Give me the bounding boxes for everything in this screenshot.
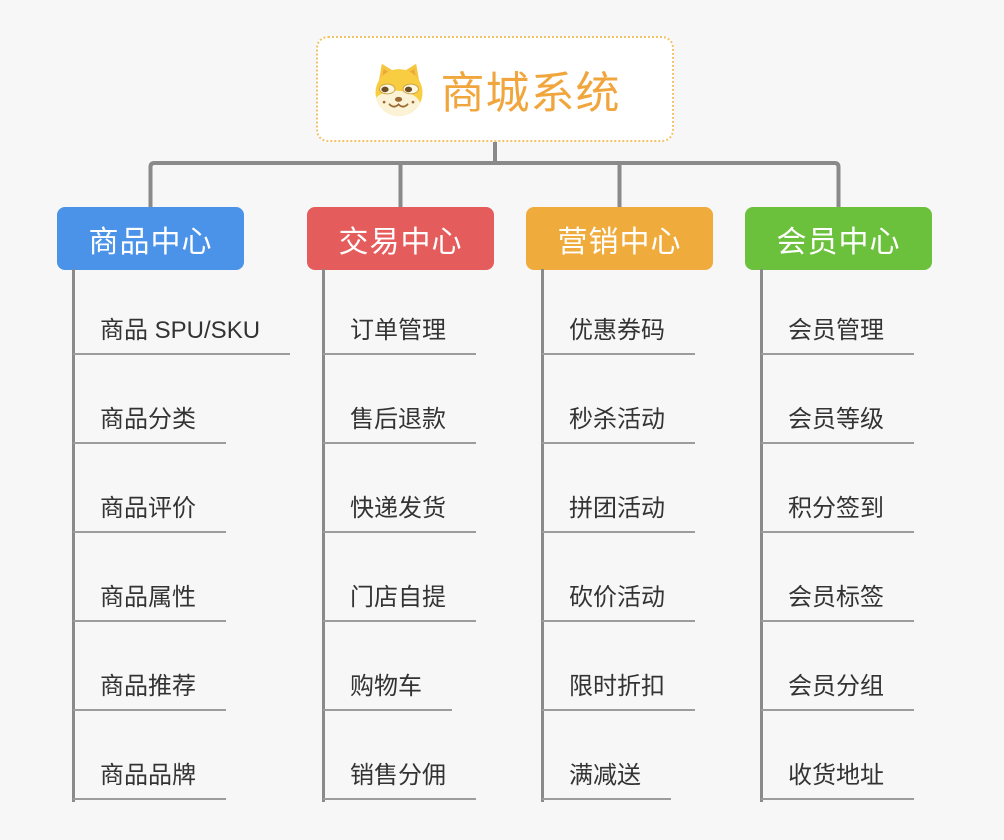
leaf-node[interactable]: 销售分佣 bbox=[323, 755, 476, 800]
leaf-node[interactable]: 秒杀活动 bbox=[542, 399, 695, 444]
leaf-node[interactable]: 门店自提 bbox=[323, 577, 476, 622]
leaf-node[interactable]: 售后退款 bbox=[323, 399, 476, 444]
branch-spine-line bbox=[541, 269, 544, 802]
leaf-node[interactable]: 订单管理 bbox=[323, 310, 476, 355]
leaf-node[interactable]: 限时折扣 bbox=[542, 666, 695, 711]
leaf-node[interactable]: 购物车 bbox=[323, 666, 452, 711]
leaf-node[interactable]: 商品属性 bbox=[73, 577, 226, 622]
branch-node[interactable]: 交易中心 bbox=[307, 207, 494, 270]
doge-face-icon bbox=[370, 61, 428, 117]
leaf-node[interactable]: 商品推荐 bbox=[73, 666, 226, 711]
root-node[interactable]: 商城系统 bbox=[316, 36, 674, 142]
leaf-node[interactable]: 商品 SPU/SKU bbox=[73, 310, 291, 355]
branch-spine-line bbox=[72, 269, 75, 802]
branch-node[interactable]: 会员中心 bbox=[745, 207, 932, 270]
leaf-node[interactable]: 会员分组 bbox=[761, 666, 914, 711]
tree-connector-path bbox=[148, 140, 841, 207]
leaf-node[interactable]: 砍价活动 bbox=[542, 577, 695, 622]
leaf-node[interactable]: 会员等级 bbox=[761, 399, 914, 444]
root-title: 商城系统 bbox=[440, 69, 621, 118]
branch-spine-line bbox=[760, 269, 763, 802]
branch-spine-line bbox=[322, 269, 325, 802]
leaf-node[interactable]: 会员管理 bbox=[761, 310, 914, 355]
leaf-node[interactable]: 快递发货 bbox=[323, 488, 476, 533]
leaf-node[interactable]: 会员标签 bbox=[761, 577, 914, 622]
leaf-node[interactable]: 优惠券码 bbox=[542, 310, 695, 355]
leaf-node[interactable]: 拼团活动 bbox=[542, 488, 695, 533]
leaf-node[interactable]: 商品分类 bbox=[73, 399, 226, 444]
leaf-node[interactable]: 商品评价 bbox=[73, 488, 226, 533]
leaf-node[interactable]: 商品品牌 bbox=[73, 755, 226, 800]
leaf-node[interactable]: 满减送 bbox=[542, 755, 671, 800]
branch-node[interactable]: 营销中心 bbox=[526, 207, 713, 270]
leaf-node[interactable]: 积分签到 bbox=[761, 488, 914, 533]
leaf-node[interactable]: 收货地址 bbox=[761, 755, 914, 800]
branch-node[interactable]: 商品中心 bbox=[57, 207, 244, 270]
